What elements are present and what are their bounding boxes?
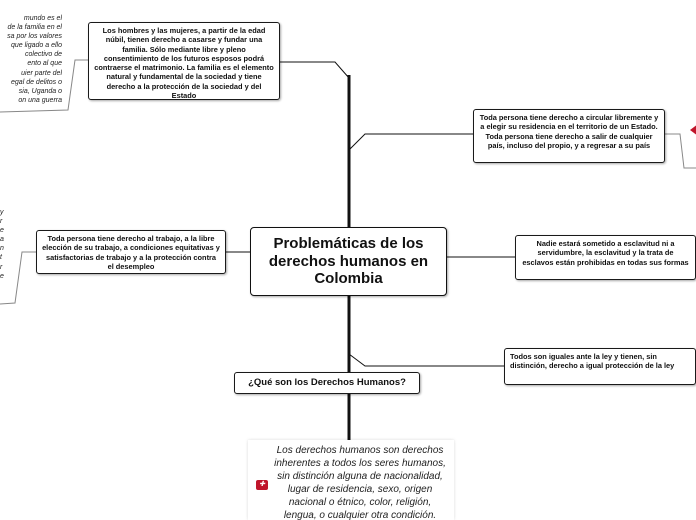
branch-marriage	[280, 62, 349, 78]
definition-flag-icon: ✚	[256, 480, 268, 490]
edge-arrow-icon	[690, 124, 696, 136]
node-slavery[interactable]: Nadie estará sometido a esclavitud ni a …	[515, 235, 696, 280]
edge-note-top-left-line: ento al que	[0, 59, 62, 68]
edge-note-top-left-line: uier parte del	[0, 69, 62, 78]
note-line-right	[665, 134, 696, 168]
edge-note-mid-left-line: t	[0, 253, 8, 262]
edge-note-top-left-line: de la familia en el	[0, 23, 62, 32]
definition-box[interactable]: ✚ Los derechos humanos son derechos inhe…	[248, 440, 454, 520]
central-topic[interactable]: Problemáticas de los derechos humanos en…	[250, 227, 447, 296]
edge-note-top-left-line: mundo es el	[0, 14, 62, 23]
definition-text: Los derechos humanos son derechos inhere…	[274, 445, 446, 520]
edge-note-top-left-line: egal de delitos o	[0, 78, 62, 87]
node-work[interactable]: Toda persona tiene derecho al trabajo, a…	[36, 230, 226, 274]
branch-movement	[349, 134, 474, 150]
edge-note-mid-left-line: r	[0, 263, 8, 272]
branch-equality	[349, 354, 505, 366]
edge-note-top-left-line: sia, Uganda o	[0, 87, 62, 96]
edge-note-top-left-line: que ligado a ello	[0, 41, 62, 50]
edge-note-mid-left-line: e	[0, 226, 8, 235]
edge-note-mid-left-line: y	[0, 208, 8, 217]
edge-note-top-left-line: on una guerra	[0, 96, 62, 105]
edge-note-mid-left-line: r	[0, 217, 8, 226]
node-equality[interactable]: Todos son iguales ante la ley y tienen, …	[504, 348, 696, 385]
node-marriage[interactable]: Los hombres y las mujeres, a partir de l…	[88, 22, 280, 100]
edge-note-mid-left-line: a	[0, 235, 8, 244]
edge-note-top-left-line: colectivo de	[0, 50, 62, 59]
edge-note-mid-left-line: e	[0, 272, 8, 281]
node-question[interactable]: ¿Qué son los Derechos Humanos?	[234, 372, 420, 394]
edge-note-mid-left-line: n	[0, 244, 8, 253]
node-movement[interactable]: Toda persona tiene derecho a circular li…	[473, 109, 665, 163]
edge-note-top-left-line: sa por los valores	[0, 32, 62, 41]
